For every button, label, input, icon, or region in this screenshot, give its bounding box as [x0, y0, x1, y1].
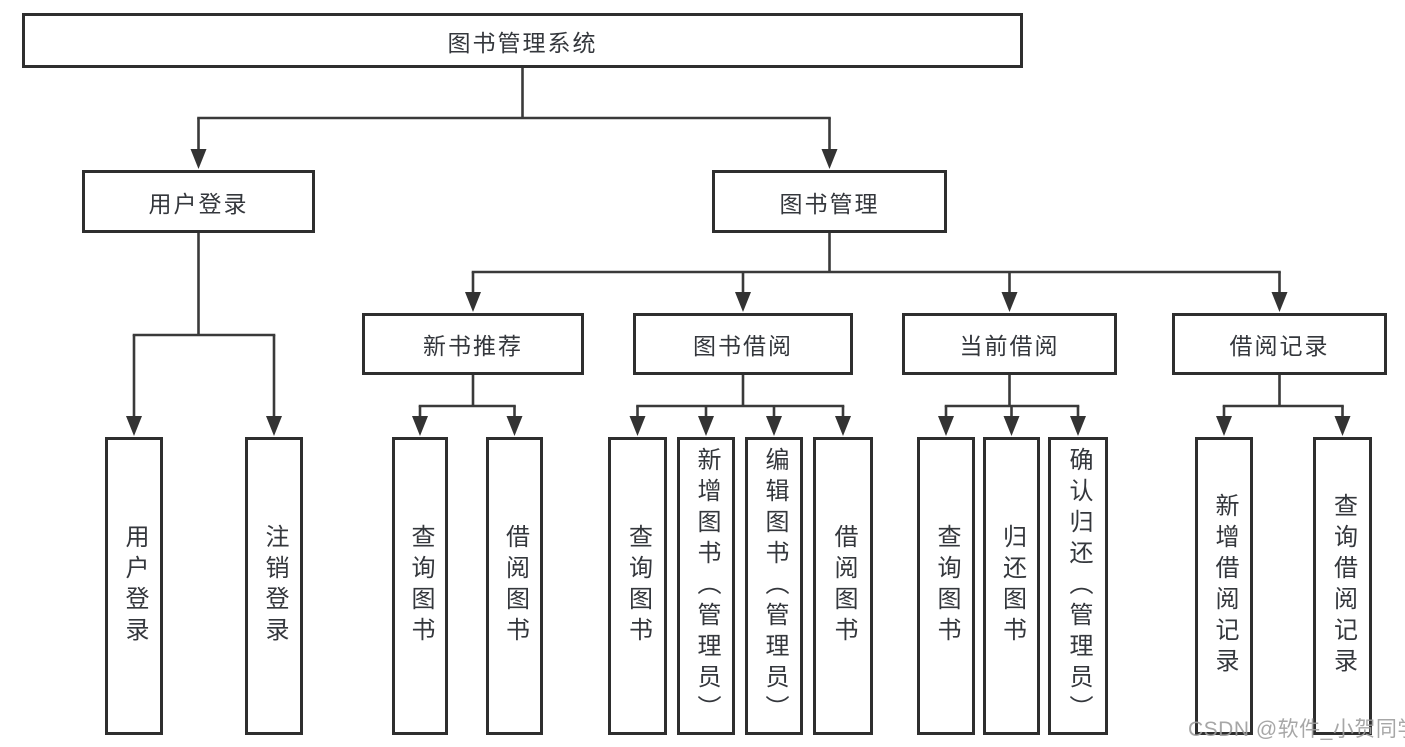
node-leaf-cb-return: 归还图书: [983, 437, 1040, 735]
edge-book-borrow: [629, 373, 851, 436]
node-label: 借阅图书: [501, 524, 529, 648]
node-label: 新书推荐: [423, 333, 523, 359]
node-label: 查询图书: [407, 524, 434, 648]
node-label: 图书管理: [779, 190, 880, 217]
arrowhead-leaf-cb-return: [1003, 416, 1020, 436]
node-label: 图书借阅: [693, 333, 793, 359]
node-leaf-bb-add: 新增图书（管理员）: [677, 437, 735, 735]
arrowhead-leaf-bb-edit: [766, 416, 782, 436]
node-label: 注销登录: [261, 524, 288, 648]
node-leaf-bb-edit: 编辑图书（管理员）: [745, 437, 803, 735]
node-leaf-br-add: 新增借阅记录: [1195, 437, 1253, 735]
node-label: 查询图书: [624, 524, 652, 648]
node-leaf-bb-query: 查询图书: [608, 437, 667, 735]
node-user-login: 用户登录: [82, 170, 315, 233]
node-label: 确认归还（管理员）: [1065, 446, 1092, 726]
arrowhead-leaf-br-query: [1334, 416, 1351, 436]
arrowhead-leaf-user-login: [126, 416, 142, 436]
arrowhead-user-login: [190, 149, 207, 169]
node-borrow-records: 借阅记录: [1172, 313, 1387, 375]
arrowhead-leaf-cb-confirm: [1070, 416, 1086, 436]
node-label: 查询借阅记录: [1329, 493, 1357, 679]
node-leaf-nbr-query: 查询图书: [392, 437, 448, 735]
edge-current-borrow: [938, 373, 1086, 436]
watermark: CSDN @软件_小贺同学: [1188, 718, 1405, 741]
arrowhead-current-borrow: [1001, 292, 1018, 312]
arrowhead-new-book-rec: [465, 292, 481, 312]
node-label: 归还图书: [998, 524, 1026, 648]
node-label: 新增借阅记录: [1211, 493, 1238, 679]
arrowhead-book-borrow: [735, 292, 751, 312]
node-current-borrow: 当前借阅: [902, 313, 1117, 375]
node-leaf-nbr-borrow: 借阅图书: [486, 437, 543, 735]
node-leaf-bb-borrow: 借阅图书: [813, 437, 873, 735]
arrowhead-book-mgmt: [821, 149, 838, 169]
node-leaf-br-query: 查询借阅记录: [1313, 437, 1372, 735]
arrowhead-leaf-cb-query: [938, 416, 954, 436]
node-book-mgmt: 图书管理: [712, 170, 947, 233]
node-leaf-logout: 注销登录: [245, 437, 303, 735]
node-label: 用户登录: [121, 524, 148, 648]
node-label: 查询图书: [933, 524, 960, 648]
arrowhead-leaf-logout: [266, 416, 282, 436]
node-label: 借阅记录: [1229, 333, 1330, 359]
node-label: 新增图书（管理员）: [693, 446, 720, 726]
node-root: 图书管理系统: [22, 13, 1023, 68]
node-label: 编辑图书（管理员）: [761, 446, 788, 726]
arrowhead-leaf-bb-query: [629, 416, 646, 436]
node-book-borrow: 图书借阅: [633, 313, 853, 375]
node-leaf-cb-query: 查询图书: [917, 437, 975, 735]
edge-user-login: [126, 231, 282, 436]
node-label: 图书管理系统: [447, 29, 598, 56]
node-label: 借阅图书: [830, 524, 857, 648]
arrowhead-leaf-bb-add: [698, 416, 714, 436]
edge-root: [190, 66, 838, 169]
node-new-book-rec: 新书推荐: [362, 313, 584, 375]
arrowhead-leaf-bb-borrow: [835, 416, 851, 436]
node-leaf-user-login: 用户登录: [105, 437, 163, 735]
node-leaf-cb-confirm: 确认归还（管理员）: [1048, 437, 1108, 735]
arrowhead-leaf-nbr-borrow: [506, 416, 523, 436]
arrowhead-leaf-br-add: [1216, 416, 1232, 436]
edge-book-mgmt: [465, 231, 1288, 312]
node-label: 当前借阅: [959, 333, 1060, 359]
arrowhead-borrow-records: [1271, 292, 1288, 312]
edge-borrow-records: [1216, 373, 1351, 436]
arrowhead-leaf-nbr-query: [412, 416, 428, 436]
node-label: 用户登录: [148, 190, 249, 217]
edge-new-book-rec: [412, 373, 523, 436]
